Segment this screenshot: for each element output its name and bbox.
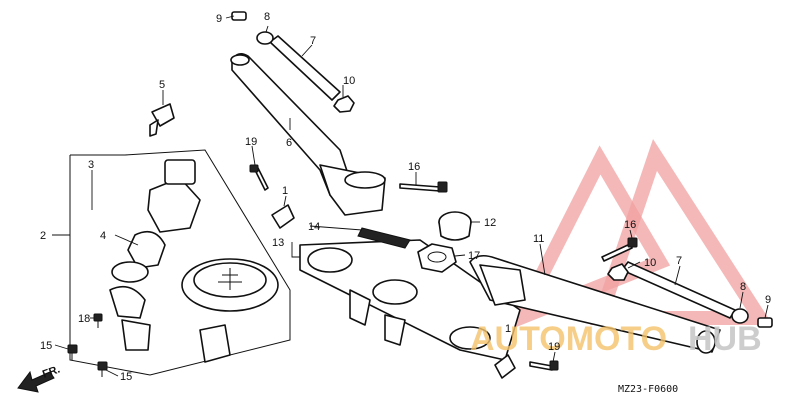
part-label-4: 4: [100, 230, 106, 242]
key-part: [149, 103, 175, 137]
part-labels: 9 8 7 10 5 6 19 1 16 12 14 13 17 11 16 1…: [40, 11, 771, 383]
leader-lines: [54, 15, 769, 377]
part-label-16a: 16: [408, 161, 420, 173]
left-pipe-part: [256, 31, 341, 101]
front-arrow-label: FR.: [41, 363, 62, 380]
screw-15-left-icon: [67, 344, 78, 360]
part-label-1b: 1: [505, 323, 511, 335]
bolt-19-right-icon: [529, 360, 559, 371]
part-label-16b: 16: [624, 219, 636, 231]
right-handlebar-part: [469, 254, 721, 354]
part-label-9a: 9: [216, 13, 222, 25]
clip-9-left-icon: [231, 11, 247, 21]
part-label-1a: 1: [282, 185, 288, 197]
top-bridge-part: [299, 239, 521, 361]
part-label-19a: 19: [245, 136, 257, 148]
part-label-9b: 9: [765, 294, 771, 306]
part-label-5: 5: [159, 79, 165, 91]
screw-18-icon: [93, 313, 103, 328]
screw-15-bottom-icon: [97, 361, 108, 377]
part-label-17: 17: [468, 250, 480, 262]
emblem-plate-part: [357, 227, 411, 249]
watermark-text-part1: AUTOMOTO: [470, 320, 667, 358]
bolt-19-left-icon: [249, 164, 269, 191]
part-label-6: 6: [286, 137, 292, 149]
front-direction-arrow-icon: [17, 370, 55, 393]
part-label-7a: 7: [310, 35, 316, 47]
part-label-3: 3: [88, 159, 94, 171]
part-label-12: 12: [484, 217, 496, 229]
cover-cap-part: [181, 258, 279, 363]
part-label-19b: 19: [548, 341, 560, 353]
nut-10-left-icon: [333, 95, 355, 113]
ignition-switch-part: [109, 159, 201, 351]
part-label-15a: 15: [40, 340, 52, 352]
part-label-14: 14: [308, 221, 320, 233]
part-label-18: 18: [78, 313, 90, 325]
cap-8-right-icon: [731, 308, 749, 324]
part-label-10a: 10: [343, 75, 355, 87]
part-label-15b: 15: [120, 371, 132, 383]
part-label-10b: 10: [644, 257, 656, 269]
part-label-7b: 7: [676, 255, 682, 267]
left-handlebar-part: [230, 52, 386, 216]
clip-1-right-icon: [494, 354, 516, 379]
ignition-group-frame: [52, 149, 291, 376]
part-label-8a: 8: [264, 11, 270, 23]
part-label-8b: 8: [740, 281, 746, 293]
stem-nut-part: [417, 243, 457, 273]
bolt-16-right-icon: [601, 237, 638, 262]
bolt-16-center-icon: [399, 181, 448, 193]
part-label-13: 13: [272, 237, 284, 249]
part-label-2: 2: [40, 230, 46, 242]
watermark-text-part2: HUB: [688, 320, 762, 358]
nut-10-right-icon: [607, 263, 629, 281]
stem-cap-part: [438, 211, 472, 241]
clip-1-left-icon: [271, 204, 295, 229]
diagram-code: MZ23-F0600: [618, 384, 678, 395]
watermark-text: AUTOMOTO HUB: [470, 320, 762, 358]
part-label-11: 11: [533, 233, 544, 245]
